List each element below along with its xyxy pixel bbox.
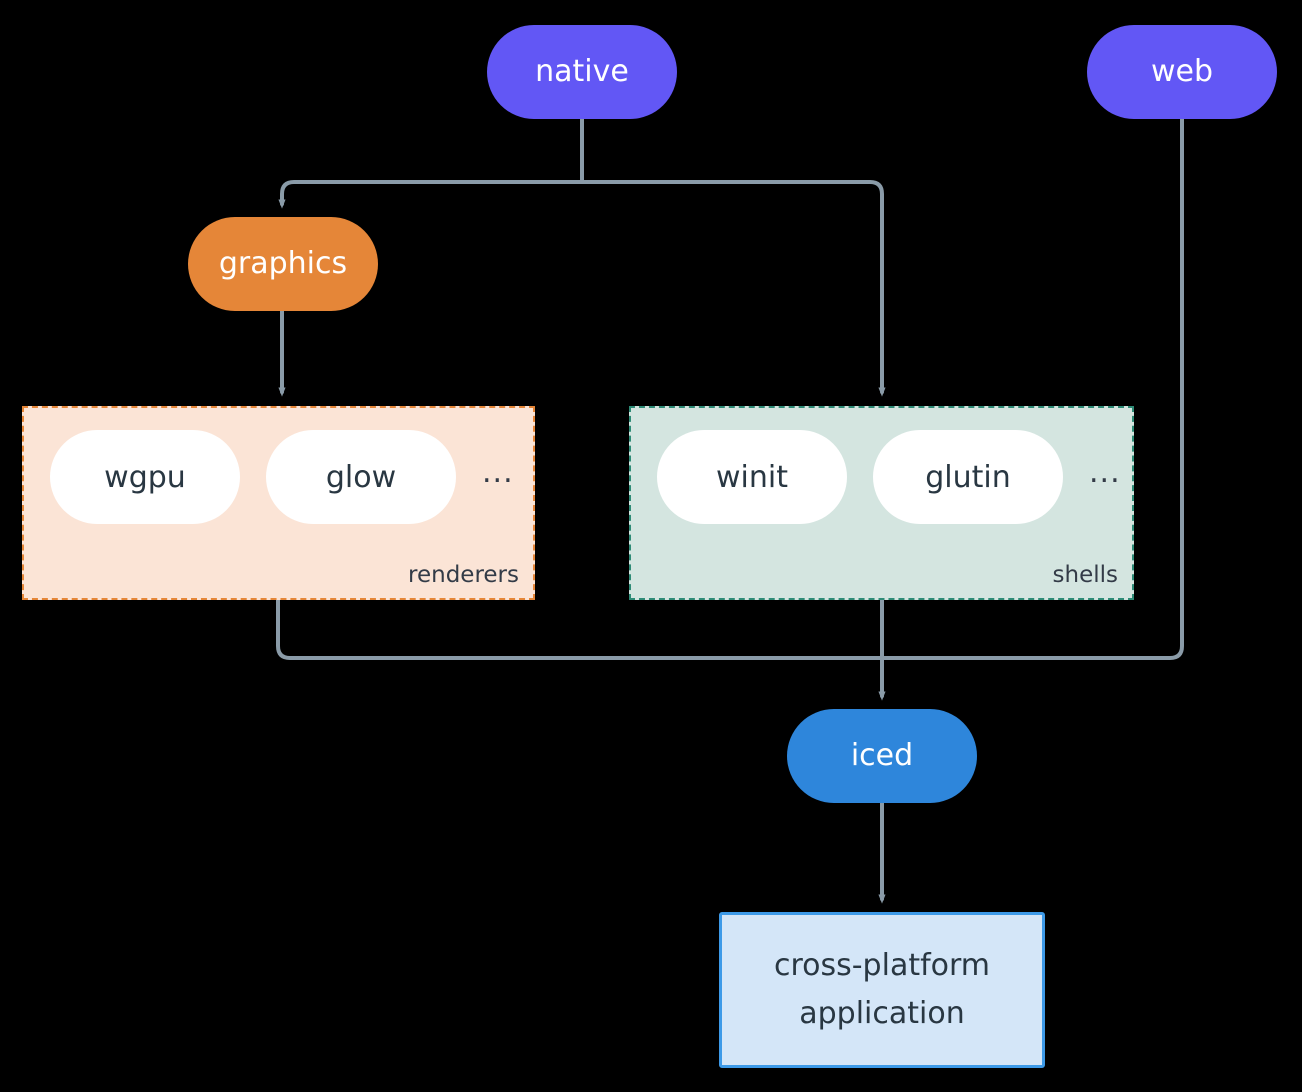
node-application-line2: application	[799, 996, 965, 1031]
node-wgpu-label: wgpu	[104, 459, 186, 495]
node-native[interactable]: native	[487, 25, 677, 119]
shells-overflow-ellipsis: ...	[1089, 454, 1121, 490]
node-graphics[interactable]: graphics	[188, 217, 378, 311]
cluster-renderers-items: wgpu glow ...	[50, 430, 514, 524]
edge-renderers-to-iced	[276, 598, 884, 660]
node-winit[interactable]: winit	[657, 430, 847, 524]
node-glow-label: glow	[325, 459, 397, 495]
node-application-text: cross-platform application	[774, 942, 990, 1038]
node-web[interactable]: web	[1087, 25, 1277, 119]
node-cross-platform-application[interactable]: cross-platform application	[719, 912, 1045, 1068]
renderers-overflow-ellipsis: ...	[482, 454, 514, 490]
cluster-shells-items: winit glutin ...	[657, 430, 1121, 524]
node-web-label: web	[1150, 53, 1214, 89]
node-glutin-label: glutin	[925, 459, 1011, 495]
node-native-label: native	[535, 53, 629, 89]
node-glutin[interactable]: glutin	[873, 430, 1063, 524]
edge-native-to-shells	[580, 180, 886, 397]
node-iced[interactable]: iced	[787, 709, 977, 803]
node-iced-label: iced	[850, 737, 914, 773]
node-graphics-label: graphics	[218, 245, 348, 281]
edge-native-to-graphics	[278, 180, 584, 209]
cluster-shells-label: shells	[1052, 562, 1118, 588]
cluster-renderers: wgpu glow ... renderers	[22, 406, 535, 600]
node-application-line1: cross-platform	[773, 948, 991, 983]
node-winit-label: winit	[716, 459, 788, 495]
node-wgpu[interactable]: wgpu	[50, 430, 240, 524]
cluster-renderers-label: renderers	[408, 562, 519, 588]
cluster-shells: winit glutin ... shells	[629, 406, 1134, 600]
node-glow[interactable]: glow	[266, 430, 456, 524]
